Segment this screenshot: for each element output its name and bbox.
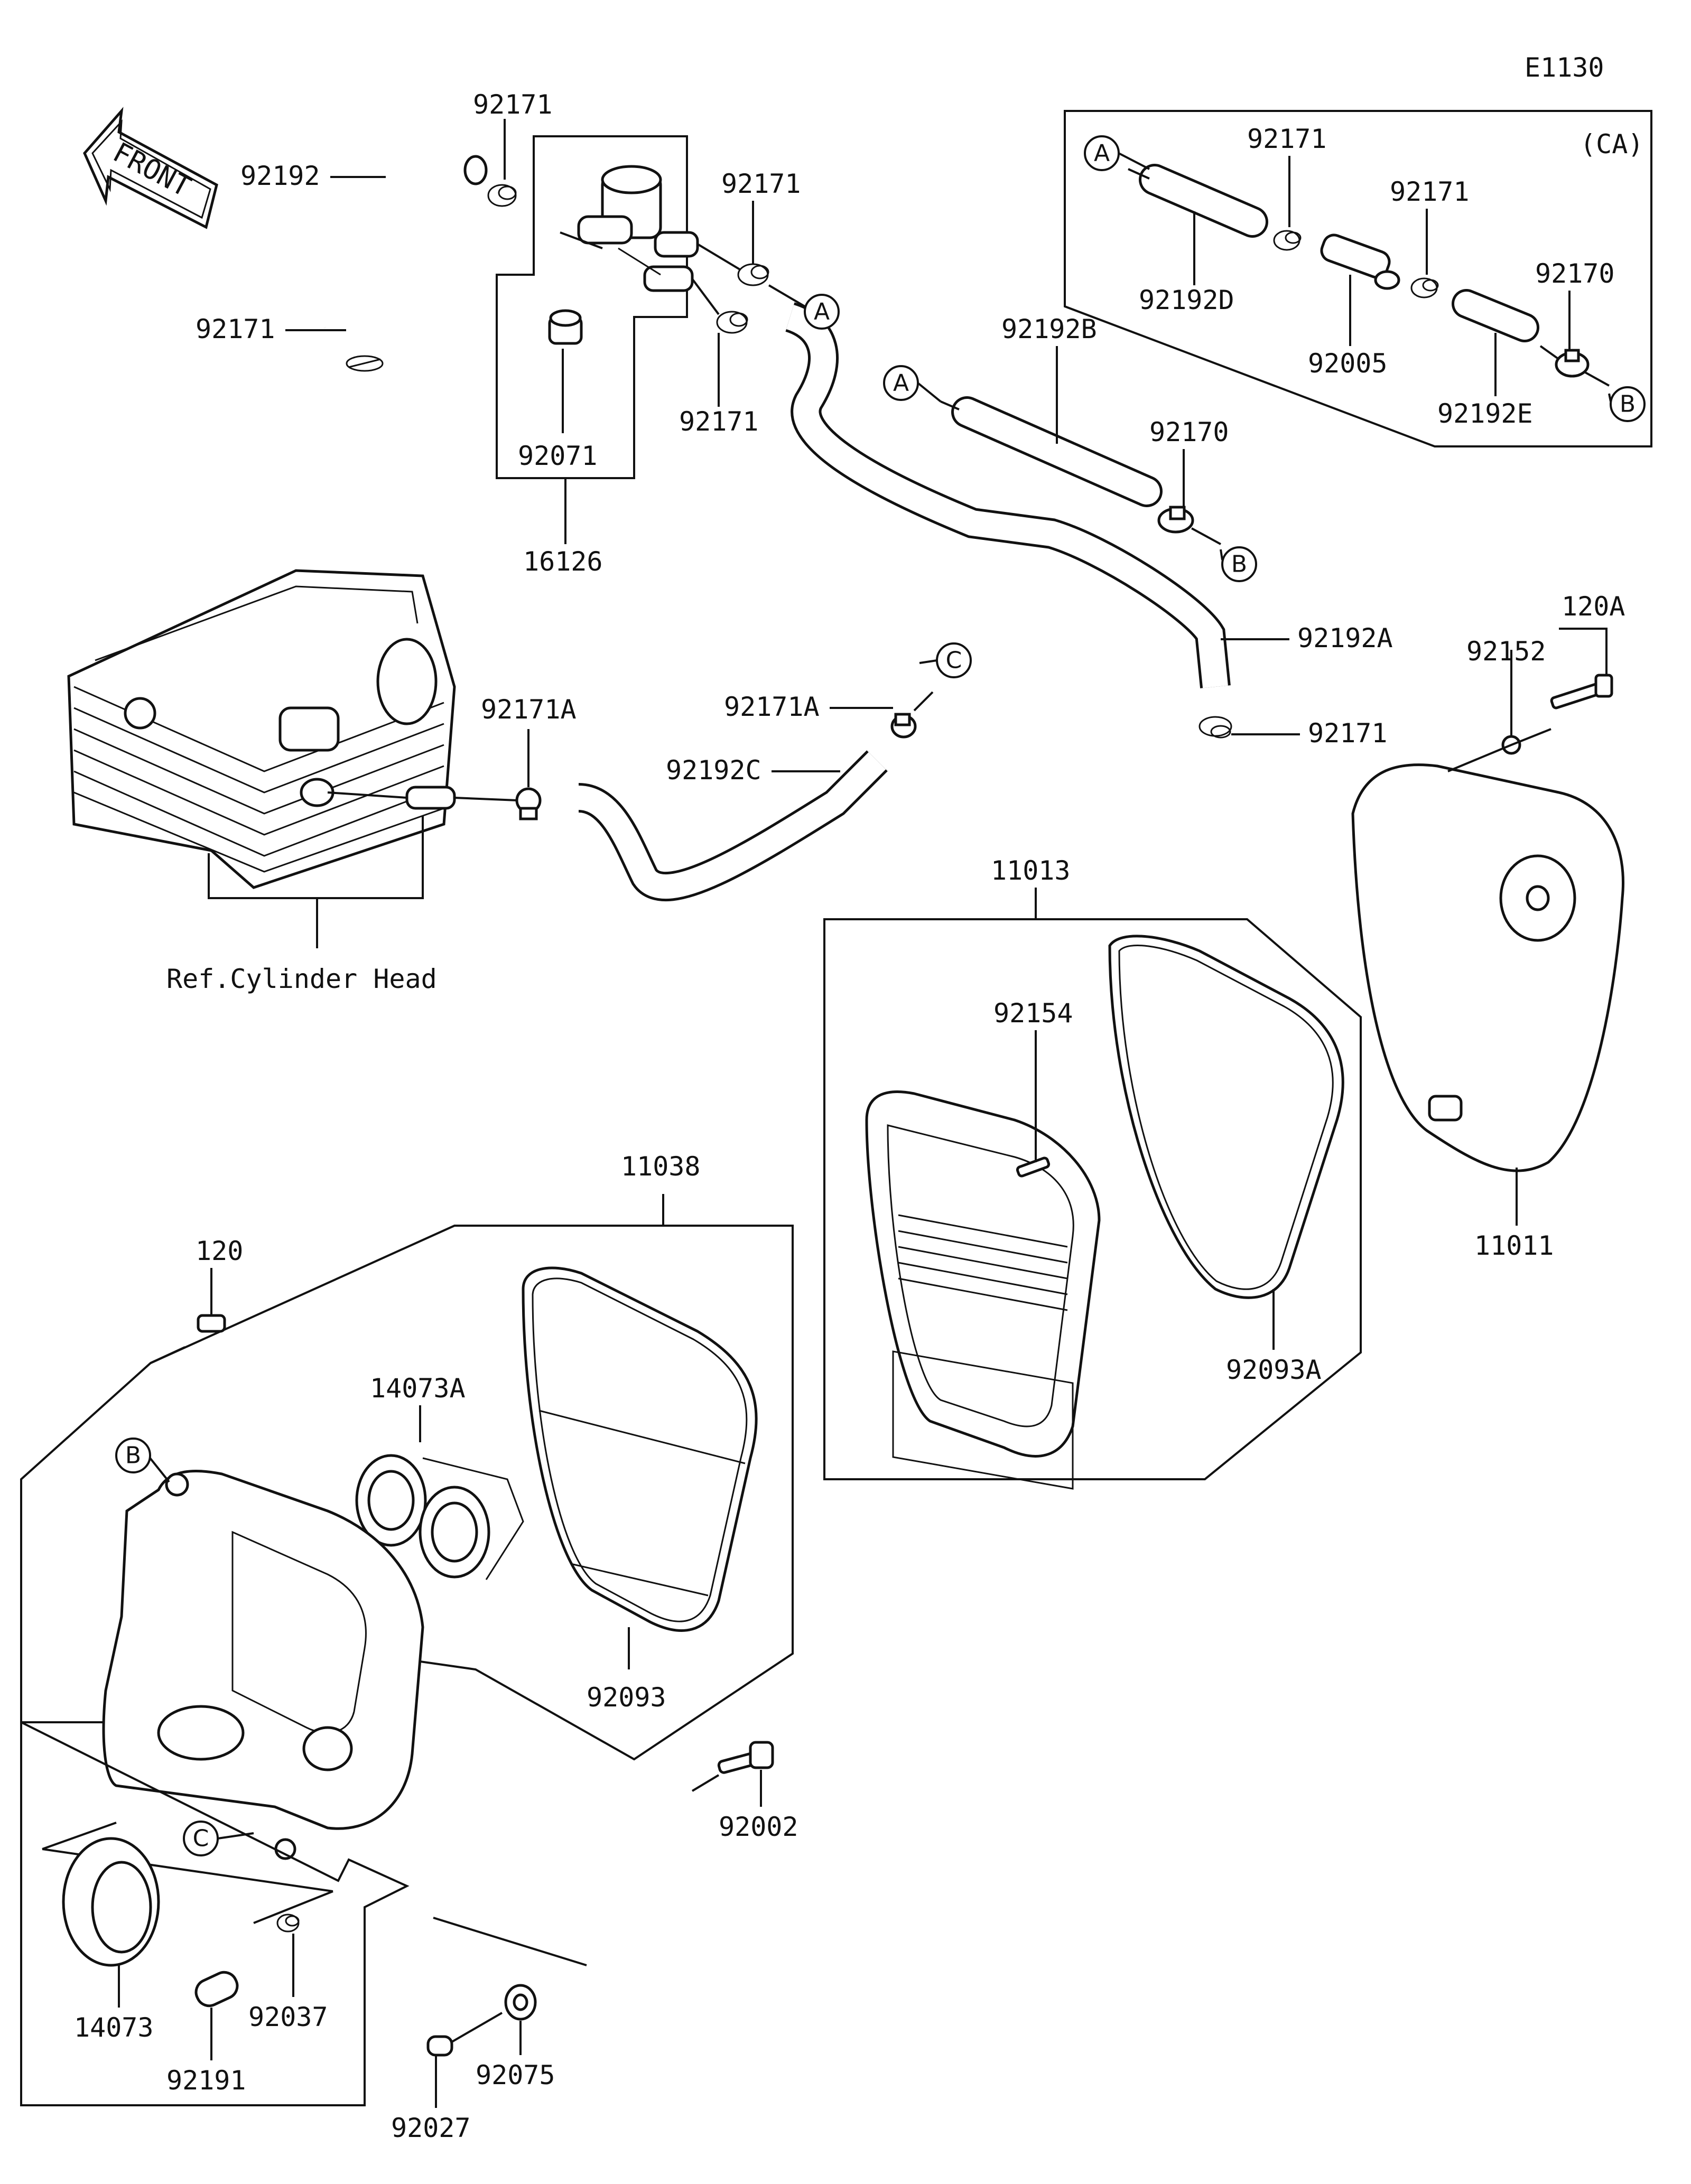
plug-92191-icon	[194, 1971, 239, 2008]
part-label: 92093A	[1226, 1355, 1322, 1385]
part-label: 92170	[1149, 417, 1229, 447]
hose-92192E	[1452, 289, 1539, 342]
assembly-box-16126	[496, 135, 688, 479]
grommet-92071-icon	[548, 309, 583, 345]
part-label: 14073	[74, 2012, 154, 2043]
grommet-92075-icon	[504, 1984, 537, 2021]
clamp-92171-lower-icon	[346, 355, 384, 372]
part-label: 11011	[1474, 1230, 1554, 1261]
clamp-92171-icon	[487, 184, 517, 207]
part-label: 92171	[196, 314, 275, 344]
element-box-11013	[823, 918, 1362, 1480]
ref-marker-a: A	[1094, 140, 1110, 167]
hose-92192A	[785, 302, 1231, 688]
part-label: 14073A	[370, 1373, 466, 1404]
part-label: 92071	[518, 441, 598, 471]
part-label: 16126	[523, 546, 603, 577]
part-label: 92171	[1390, 176, 1470, 207]
part-label: 92171	[1247, 124, 1327, 154]
variant-label: (CA)	[1580, 129, 1643, 160]
part-label: 92171	[1308, 718, 1388, 749]
clamp-92037-icon	[276, 1914, 300, 1933]
part-label: 120	[196, 1236, 243, 1266]
part-label: 92192E	[1437, 398, 1533, 429]
air-cleaner-housing-icon	[102, 1469, 424, 1860]
part-label: 92170	[1535, 258, 1615, 289]
ref-marker-b: B	[1231, 551, 1247, 578]
reference-markers: A A A B B B C C	[115, 135, 1646, 1856]
part-label: 92192C	[666, 755, 761, 786]
ref-marker-a: A	[814, 298, 830, 325]
gasket-92093A-icon	[1108, 935, 1344, 1299]
cylinder-head-icon	[67, 569, 456, 889]
front-arrow-icon: FRONT	[83, 107, 218, 229]
part-label: 92171A	[724, 692, 820, 722]
intake-duct-14073-icon	[62, 1837, 160, 1967]
lower-group-box	[20, 1720, 410, 2106]
hose-92192C	[577, 750, 888, 901]
part-label: 92037	[248, 2002, 328, 2032]
clamp-92170-icon	[1157, 506, 1194, 534]
gasket-92093-icon	[522, 1266, 758, 1632]
clamp-92171A-icon	[515, 787, 542, 820]
screw-92002-icon	[717, 1741, 774, 1774]
clamp-92171A-top-icon	[890, 713, 917, 739]
ref-marker-b: B	[1620, 391, 1636, 418]
part-label: 92192B	[1001, 314, 1097, 344]
part-label: 11038	[621, 1151, 701, 1182]
screw-92154-icon	[1016, 1156, 1051, 1178]
ref-label: Ref.Cylinder Head	[166, 964, 437, 994]
bolt-92027-icon	[426, 2035, 453, 2057]
part-labels: 92171 92192 92171 92171 92171 92071 1612…	[74, 89, 1625, 2143]
ref-bracket	[208, 816, 424, 899]
air-filter-element-icon	[865, 1090, 1101, 1490]
part-label: 92093	[587, 1682, 666, 1713]
part-label: 92027	[391, 2113, 471, 2143]
part-label: 92075	[476, 2060, 555, 2090]
part-label: 92192D	[1139, 285, 1234, 315]
part-label: 92154	[993, 998, 1073, 1029]
hose-92192B	[951, 396, 1163, 507]
hose-92192	[302, 139, 488, 331]
part-label: 92171	[721, 169, 801, 199]
diagram-code: E1130	[1525, 52, 1604, 83]
ca-variant-box	[1064, 110, 1652, 447]
part-label: 92171	[679, 406, 759, 437]
part-label: 120A	[1562, 591, 1625, 622]
part-label: 92171	[473, 89, 553, 120]
part-label: 92171A	[481, 694, 577, 725]
ref-marker-c: C	[946, 647, 962, 674]
part-label: 92152	[1466, 636, 1546, 667]
bolt-120-icon	[197, 1314, 226, 1333]
part-label: 92192A	[1297, 623, 1393, 654]
ref-marker-c: C	[193, 1825, 209, 1852]
ref-marker-b: B	[125, 1442, 141, 1469]
air-cleaner-cover-11011-icon	[1351, 763, 1624, 1172]
clamp-92171-right-icon	[716, 263, 769, 334]
part-label: 11013	[991, 855, 1071, 886]
duct-14073A-icon	[355, 1454, 524, 1580]
air-switching-valve-icon	[577, 165, 699, 292]
part-label: 92002	[719, 1812, 798, 1842]
bolt-120A-icon	[1550, 674, 1613, 710]
hose-92192D	[1139, 164, 1268, 238]
breather-cap-icon	[165, 1472, 189, 1497]
joint-92005-icon	[1320, 234, 1400, 290]
part-label: 92192	[240, 161, 320, 191]
clamp-92171-ca-icon	[1273, 230, 1439, 298]
clamp-92171-hose-end-icon	[1198, 716, 1232, 739]
part-label: 92191	[166, 2065, 246, 2096]
nipple-icon	[405, 786, 456, 810]
part-label: 92005	[1308, 348, 1388, 379]
ref-marker-a: A	[893, 370, 909, 397]
clamp-92170-ca-icon	[1555, 349, 1590, 378]
